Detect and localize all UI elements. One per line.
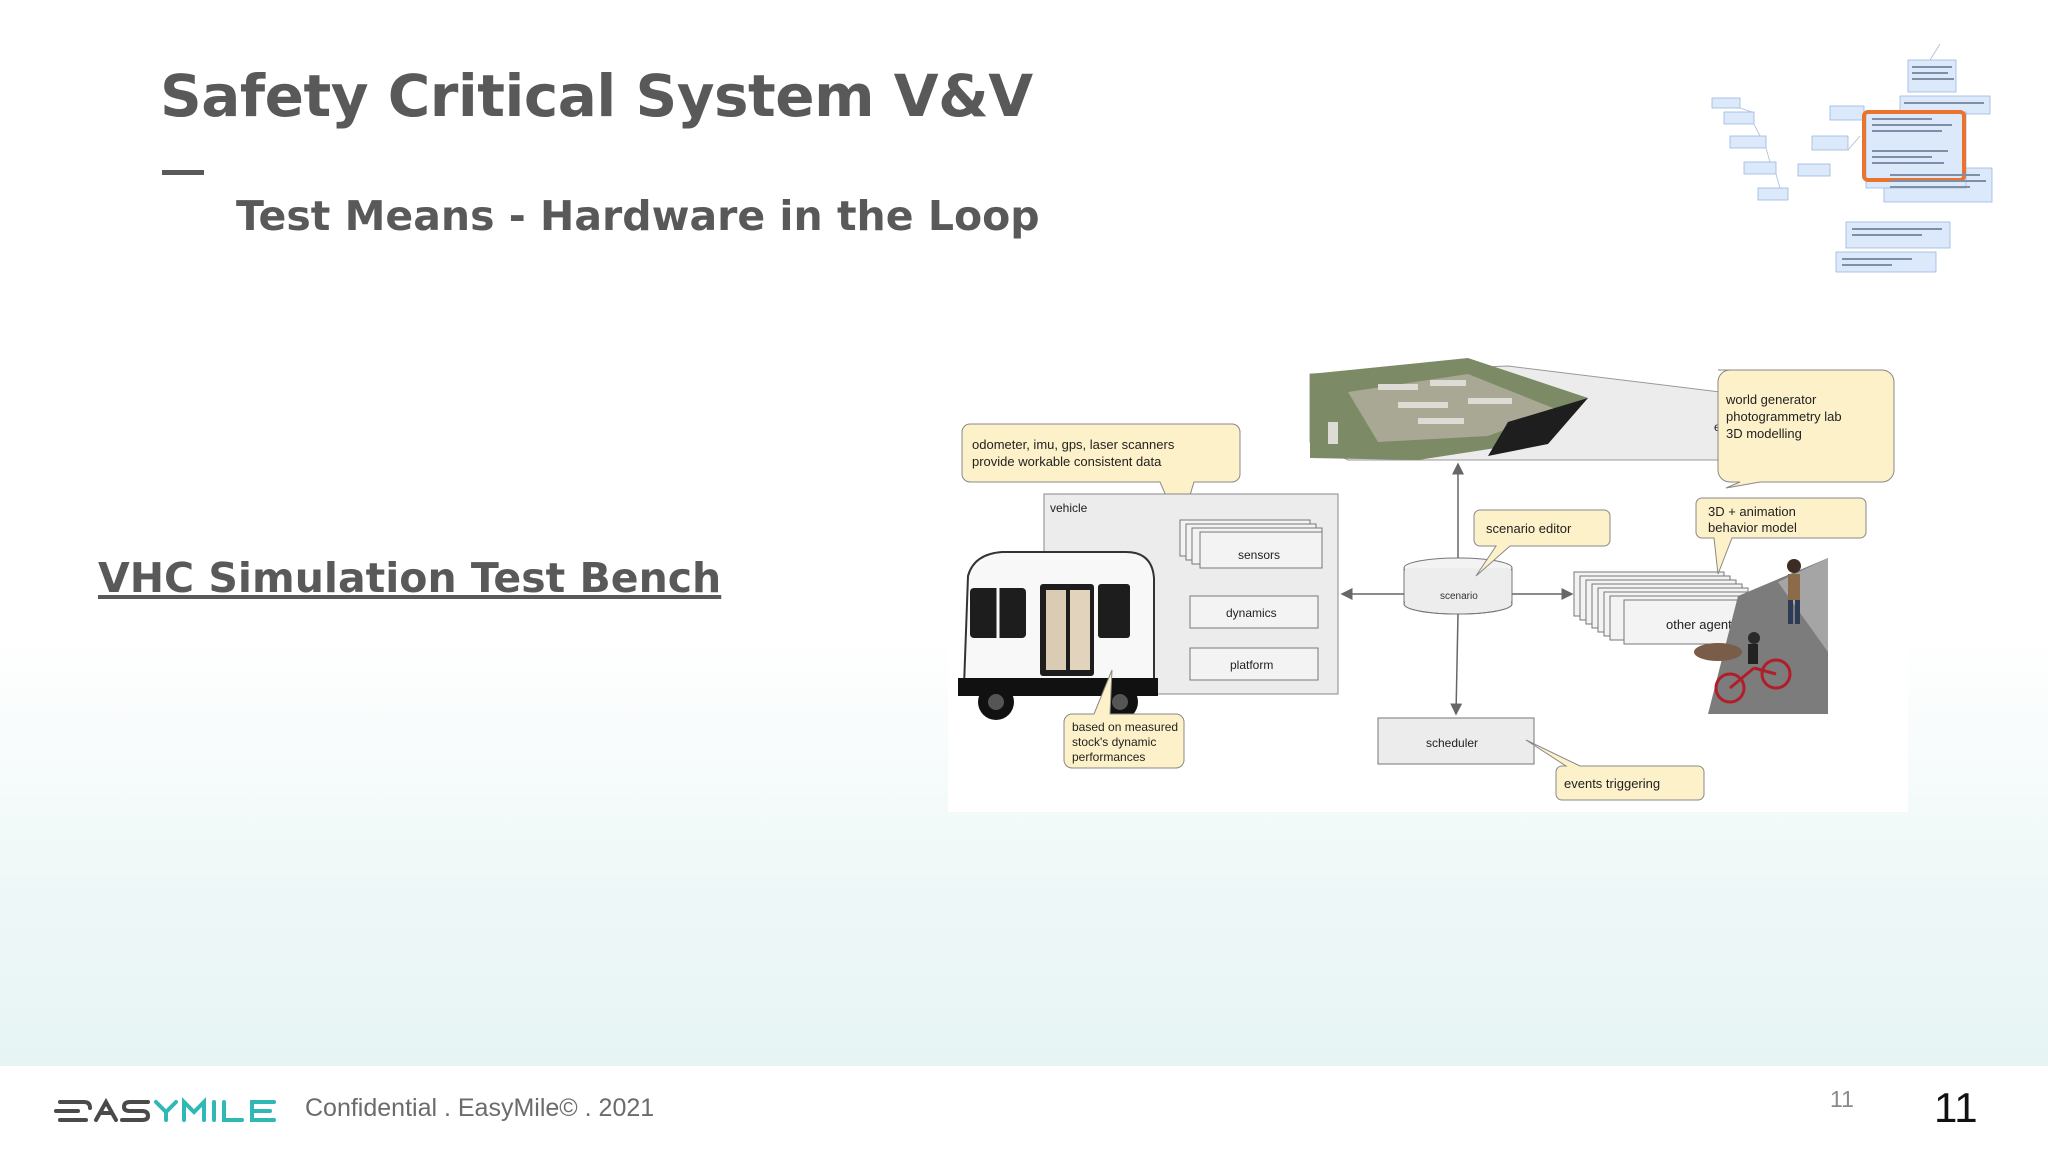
scenario-editor-callout — [1473, 509, 1611, 577]
other-agents-label: other agents — [1666, 617, 1739, 632]
sensors-note-line-1: odometer, imu, gps, laser scanners — [972, 437, 1175, 452]
platform-label: platform — [1230, 658, 1273, 672]
title-divider — [162, 170, 204, 175]
footer-bar — [0, 1066, 2048, 1152]
scenario-label: scenario — [1440, 591, 1478, 602]
scenario-editor-label: scenario editor — [1486, 521, 1572, 536]
world-line-3: 3D modelling — [1726, 426, 1802, 441]
measured-line-1: based on measured — [1072, 720, 1178, 734]
events-triggering-label: events triggering — [1564, 776, 1660, 791]
measured-line-2: stock's dynamic — [1072, 735, 1156, 749]
easymile-logo — [54, 1097, 276, 1122]
animation-callout — [1695, 497, 1867, 575]
events-triggering-callout — [1525, 739, 1705, 801]
simulation-architecture-diagram: environment world generator photogrammet… — [948, 352, 1908, 812]
svg-text:odometer, imu, gps, laser scan: odometer, imu, gps, laser scanners provi… — [972, 437, 1178, 469]
vhc-simulation-test-bench-link[interactable]: VHC Simulation Test Bench — [98, 554, 722, 602]
world-generator-callout — [1717, 369, 1895, 489]
platform-box — [1189, 647, 1319, 681]
scenario-database — [1403, 557, 1513, 615]
slide-subtitle: Test Means - Hardware in the Loop — [236, 192, 1040, 240]
dynamics-label: dynamics — [1226, 606, 1277, 620]
world-line-1: world generator — [1725, 392, 1817, 407]
animation-line-1: 3D + animation — [1708, 504, 1796, 519]
sensors-note-line-2: provide workable consistent data — [972, 454, 1162, 469]
dynamics-box — [1189, 595, 1319, 629]
agents-scene-image — [1694, 558, 1828, 714]
environment-aerial-image — [1309, 358, 1819, 461]
measured-performances-callout — [1063, 669, 1185, 769]
measured-line-3: performances — [1072, 750, 1145, 764]
svg-text:3D + animation behavior mo: 3D + animation behavior model — [1708, 504, 1799, 535]
v-model-thumbnail — [1711, 43, 1993, 273]
scheduler-label: scheduler — [1426, 736, 1478, 750]
scheduler-box — [1377, 717, 1535, 765]
sensors-box — [1199, 531, 1323, 569]
svg-text:based on measured stock's: based on measured stock's dynamic perfor… — [1072, 720, 1181, 764]
vehicle-label: vehicle — [1050, 501, 1088, 515]
world-line-2: photogrammetry lab — [1726, 409, 1842, 424]
animation-line-2: behavior model — [1708, 520, 1797, 535]
page-number: 11 — [1934, 1084, 1978, 1131]
shuttle-vehicle-image — [958, 551, 1158, 720]
svg-text:world generator photogramm: world generator photogrammetry lab 3D mo… — [1725, 392, 1845, 441]
sensors-label: sensors — [1238, 548, 1280, 562]
slide-title: Safety Critical System V&V — [160, 62, 1033, 130]
confidential-notice: Confidential . EasyMile© . 2021 — [305, 1094, 655, 1122]
page-number-small: 11 — [1830, 1086, 1854, 1112]
